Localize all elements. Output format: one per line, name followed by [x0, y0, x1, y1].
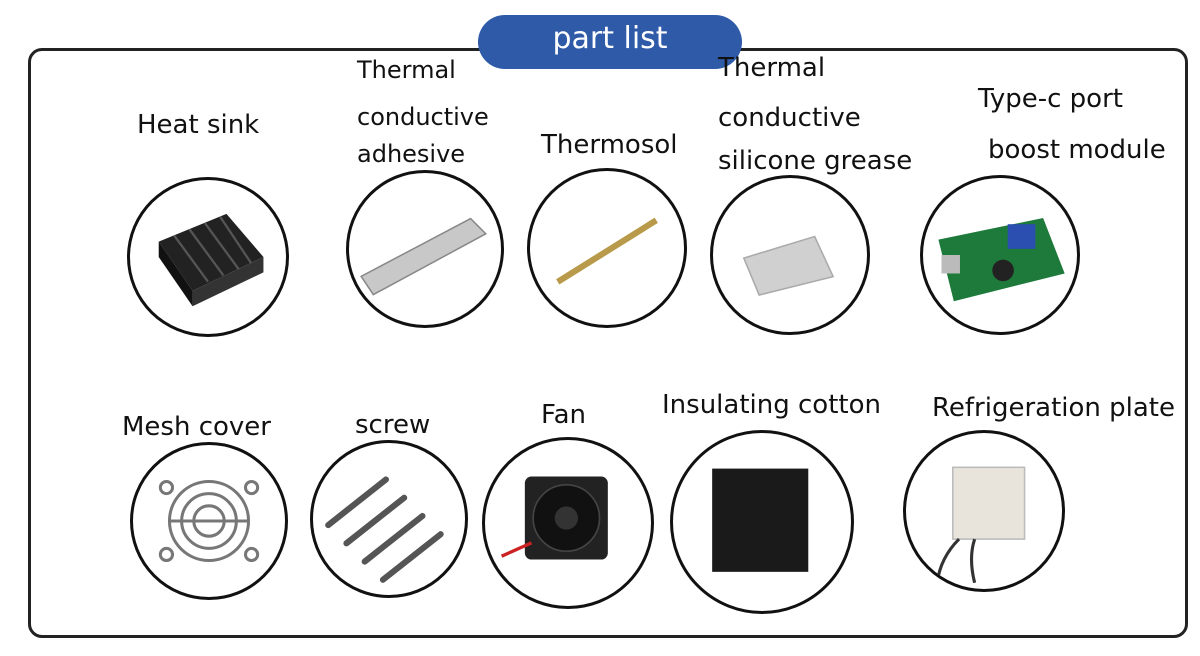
thermosol-stick-icon: [527, 168, 687, 328]
label-typec-2: boost module: [988, 135, 1166, 165]
label-mesh-cover: Mesh cover: [122, 412, 271, 442]
label-insulating-cotton: Insulating cotton: [662, 390, 881, 420]
label-grease-2: conductive: [718, 103, 861, 133]
label-adhesive-2: conductive: [357, 103, 489, 131]
label-adhesive-3: adhesive: [357, 140, 466, 168]
label-adhesive-1: Thermal: [357, 56, 456, 84]
part-list-title: part list: [478, 15, 742, 69]
label-thermosol: Thermosol: [541, 130, 678, 160]
label-typec-1: Type-c port: [978, 84, 1123, 114]
screw-icon: [310, 440, 468, 598]
refrigeration-plate-icon: [903, 430, 1065, 592]
heat-sink-icon: [127, 177, 289, 337]
adhesive-tape-icon: [346, 170, 504, 328]
label-fan: Fan: [541, 400, 586, 430]
mesh-cover-icon: [130, 442, 288, 600]
boost-module-icon: [920, 175, 1080, 335]
label-heat-sink: Heat sink: [137, 110, 260, 140]
grease-pad-icon: [710, 175, 870, 335]
label-refrigeration-plate: Refrigeration plate: [932, 393, 1176, 423]
label-grease-3: silicone grease: [718, 146, 913, 176]
fan-icon: [482, 437, 654, 609]
label-grease-1: Thermal: [718, 53, 826, 83]
insulating-cotton-icon: [670, 430, 854, 614]
label-screw: screw: [355, 410, 431, 440]
